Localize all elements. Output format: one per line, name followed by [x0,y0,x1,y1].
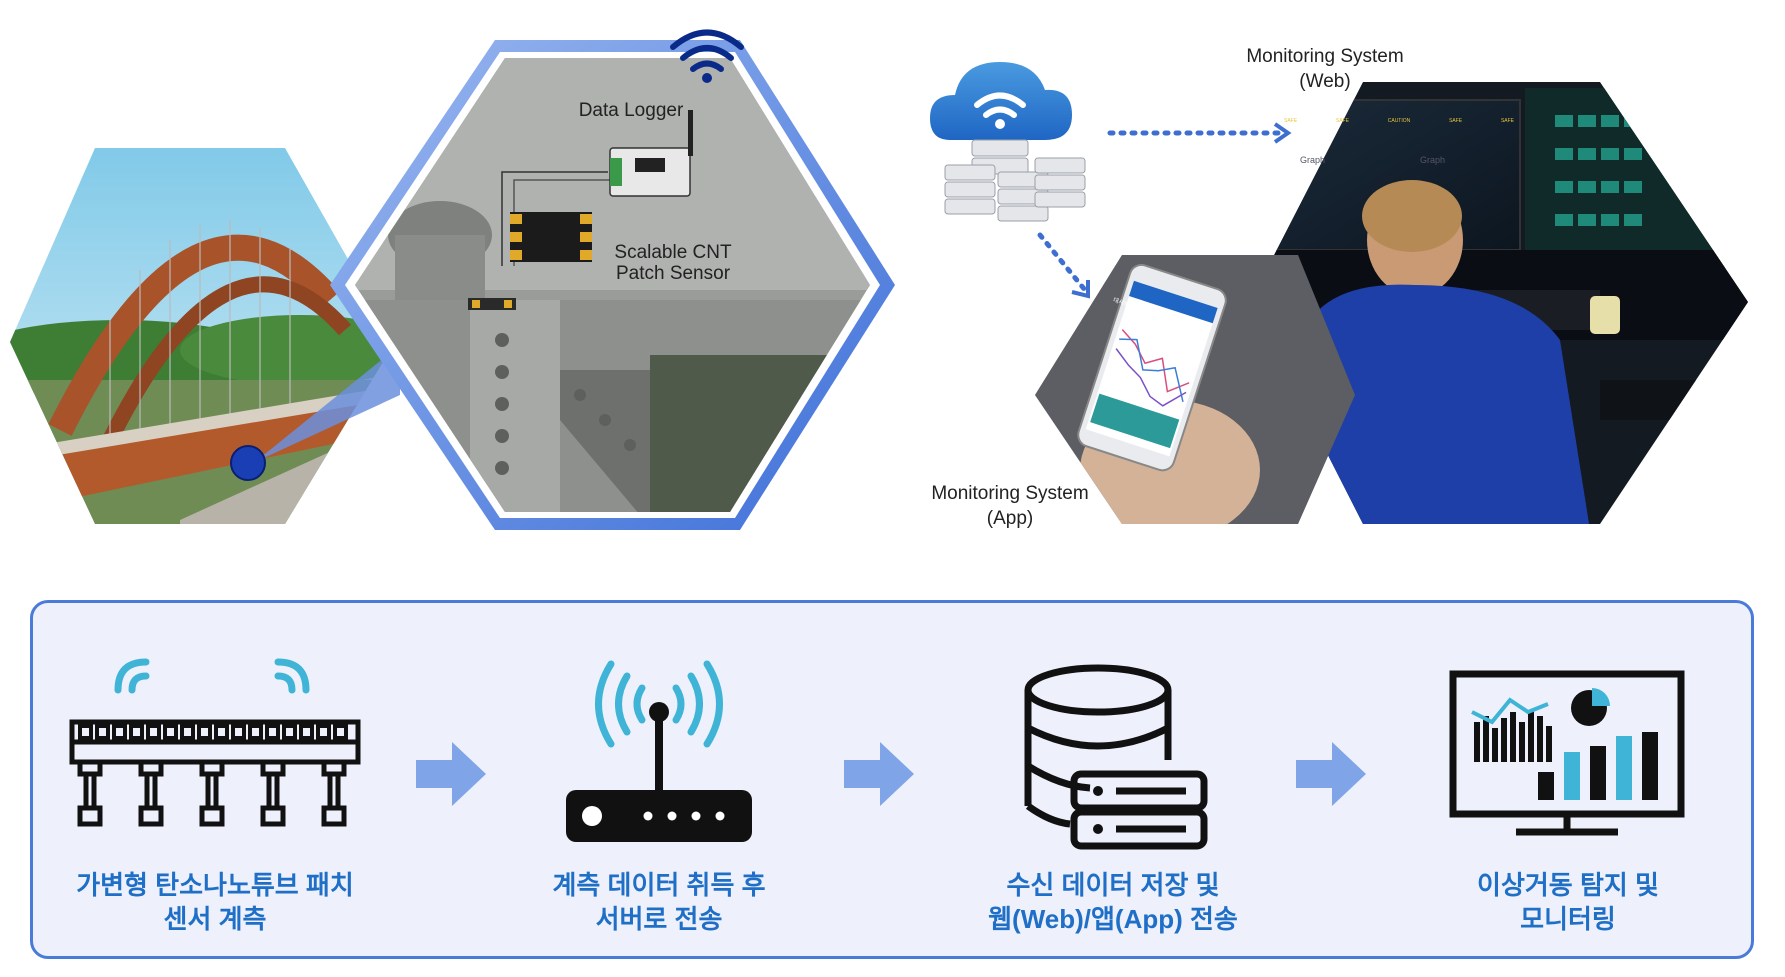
transfer-arrow-web [1107,122,1292,144]
step4-label-line2: 모니터링 [1520,904,1616,934]
dashboard-graph-label: Graph [1300,155,1326,165]
sensor-label-line1: Scalable CNT [614,242,732,263]
cnt-patch-sensor [510,212,592,262]
data-logger-label: Data Logger [578,100,684,121]
step2-label-line2: 서버로 전송 [595,904,723,934]
step1-label-line2: 센서 계측 [163,904,267,934]
phone-app-header [1129,280,1218,324]
status-label-3: CAUTION [1387,118,1411,124]
web-monitoring-label-line2: (Web) [1299,71,1351,92]
app-monitoring-label-line2: (App) [986,508,1034,529]
web-monitoring-label-line1: Monitoring System [1246,46,1404,67]
bridge-photo [10,148,395,524]
wifi-icon [670,29,744,83]
status-label-4: SAFE [1449,118,1463,124]
step4-label-line1: 이상거동 탐지 및 [1477,870,1659,900]
status-label-2: SAFE [1335,118,1349,124]
app-monitoring-label-line1: Monitoring System [931,483,1089,504]
step2-label-line1: 계측 데이터 취득 후 [552,870,766,900]
step3-label-line2: 웹(Web)/앱(App) 전송 [988,904,1238,934]
dashboard-status-row: SAFE SAFE CAUTION SAFE SAFE [1284,118,1514,124]
transfer-arrow-app [1037,232,1090,299]
dashboard-graph-label-2: Graph [1420,155,1446,165]
top-illustration [10,29,1748,530]
cloud-server-icon [930,62,1086,222]
sensor-location-marker [230,445,266,481]
sensor-label-line2: Patch Sensor [615,263,731,284]
status-label-5: SAFE [1500,118,1514,124]
step3-label-line1: 수신 데이터 저장 및 [1006,870,1220,900]
step1-label-line1: 가변형 탄소나노튜브 패치 [76,870,354,900]
status-label-1: SAFE [1284,118,1298,124]
